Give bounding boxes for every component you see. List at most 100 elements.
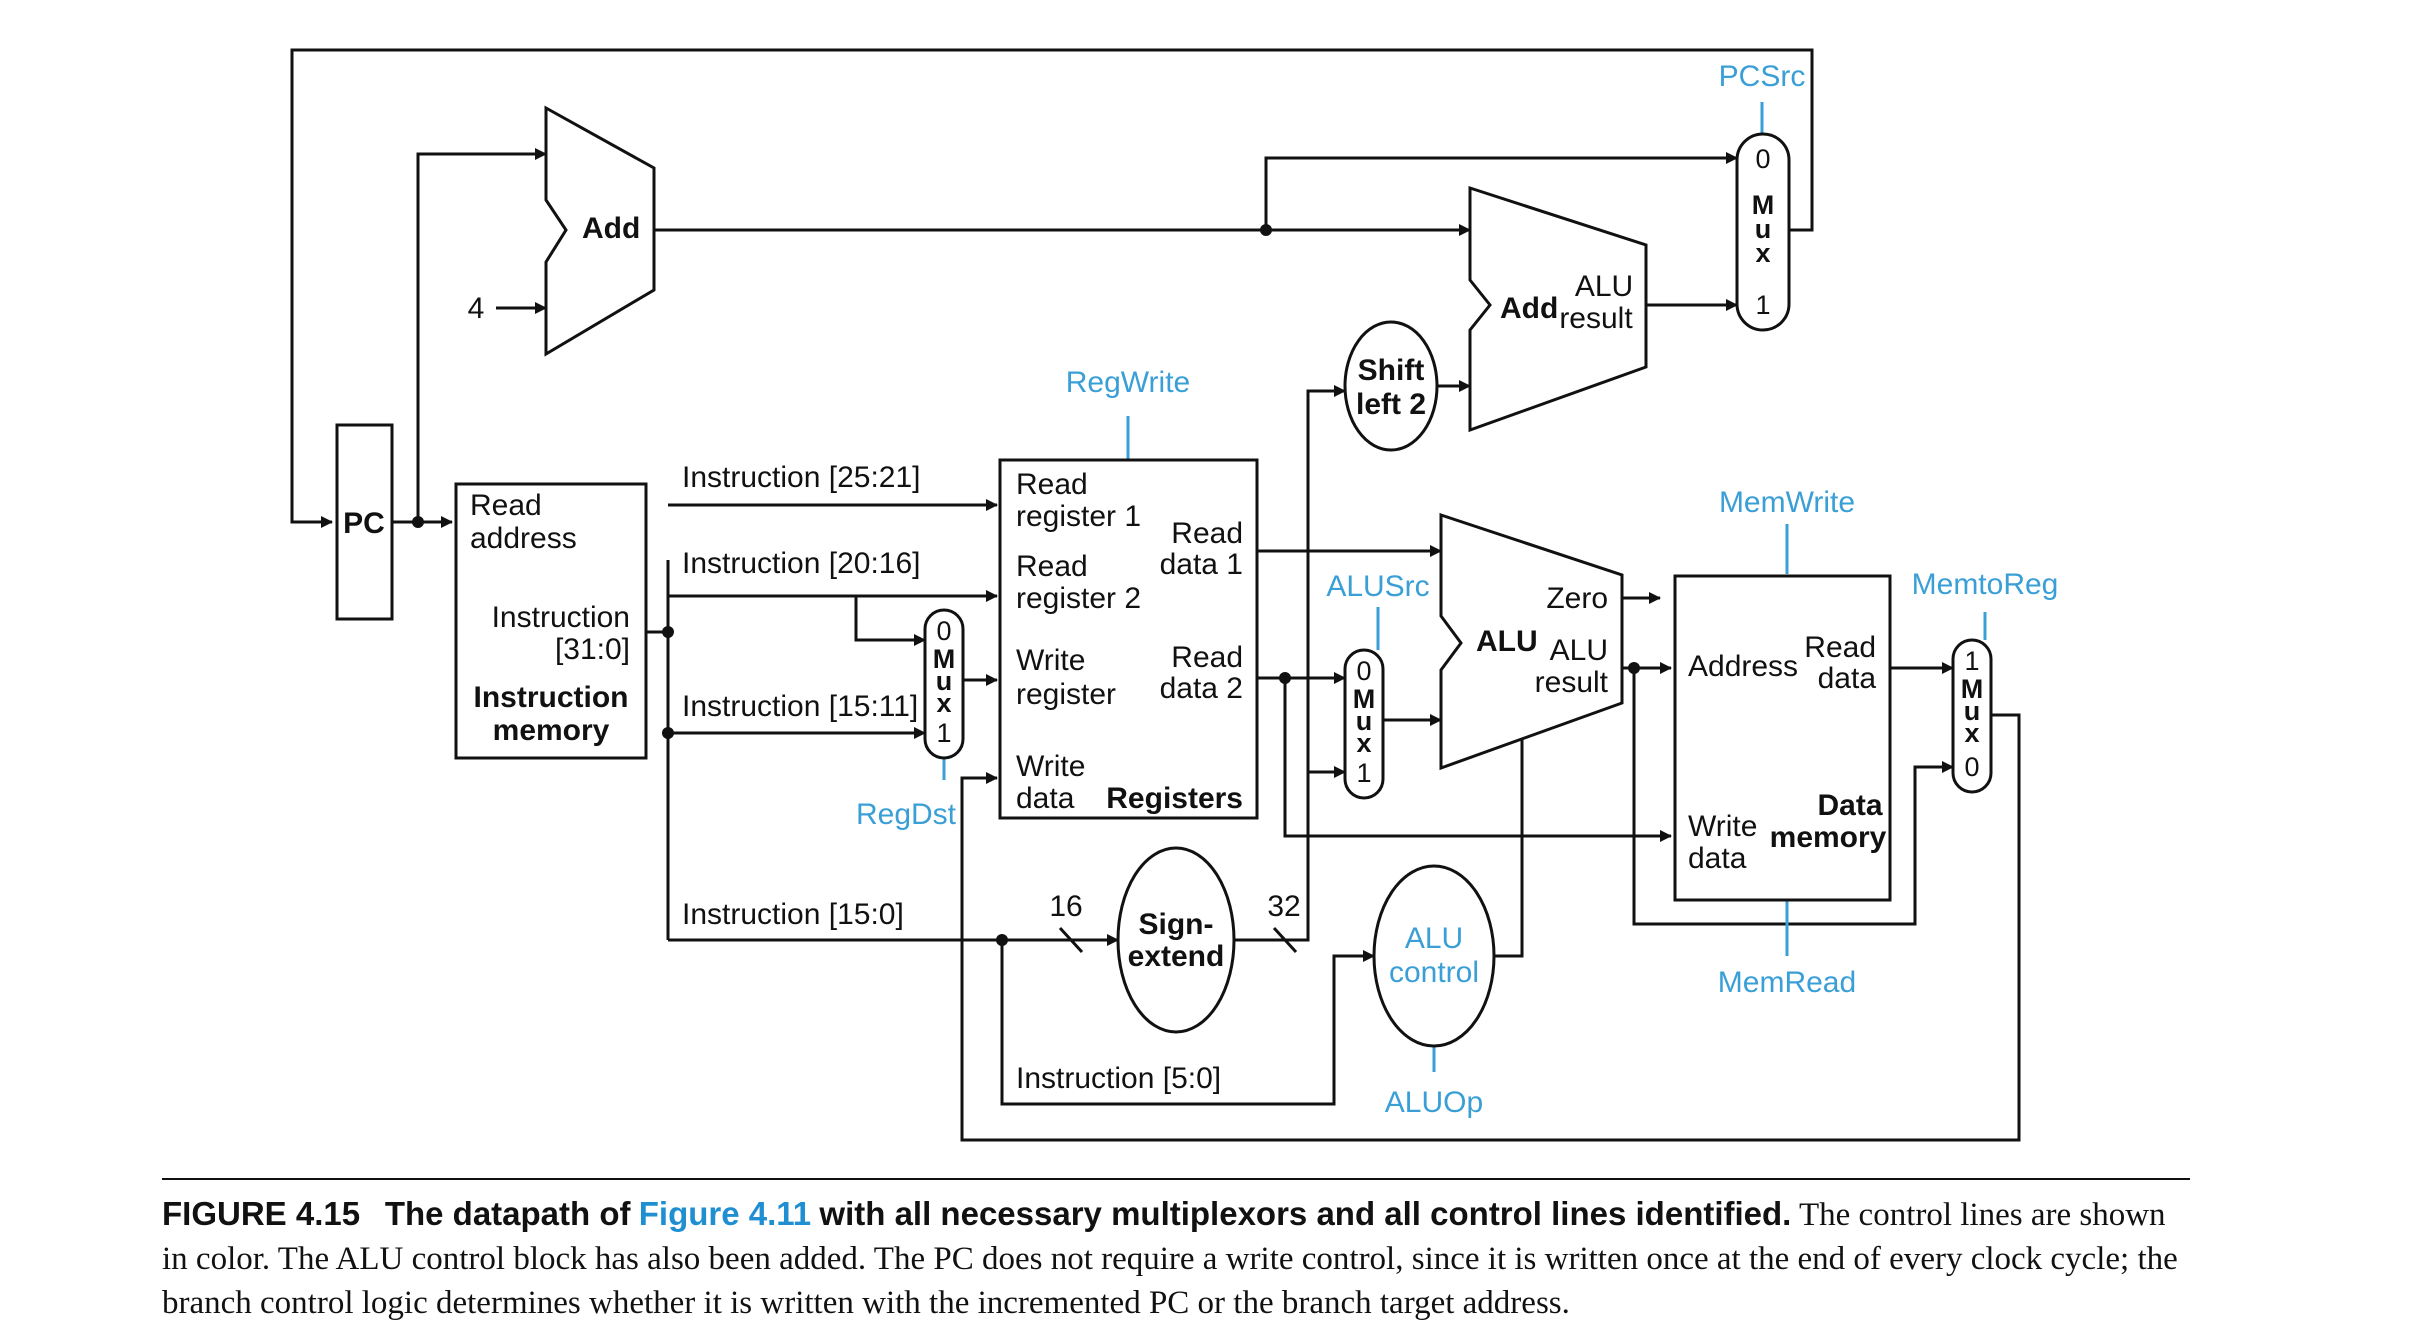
data-memory: Address Read data Write data Data memory [1673, 574, 1892, 902]
pcsrc-label: PCSrc [1719, 60, 1806, 93]
mux-letter-m: M [933, 644, 956, 674]
alu-title: ALU [1476, 625, 1538, 658]
alu-control-label-1: ALU [1405, 922, 1463, 955]
wires [290, 48, 2021, 1142]
pc-register: PC [335, 423, 394, 621]
caption-title-a: The datapath of [384, 1195, 631, 1232]
instr-20-16-label: Instruction [20:16] [682, 547, 920, 580]
sign-extend-label-1: Sign- [1139, 908, 1214, 941]
write-reg-label-a: Write [1016, 644, 1085, 677]
memtoreg-mux: 1 M u x 0 [1951, 638, 1993, 794]
mux-input-1: 1 [936, 718, 951, 748]
dmem-address-label: Address [1688, 650, 1798, 683]
imem-bits-label: [31:0] [555, 633, 630, 666]
imem-instruction-label: Instruction [492, 601, 630, 634]
instr-15-11-label: Instruction [15:11] [682, 690, 918, 723]
sign-extend-label-2: extend [1128, 940, 1225, 973]
pcsrc-mux: 0 M u x 1 [1735, 132, 1791, 332]
branch-adder-result-label: result [1559, 302, 1633, 335]
sign-extend: Sign- extend 16 32 [1049, 846, 1301, 1034]
width-16-label: 16 [1049, 890, 1082, 923]
shift-left-2: Shift left 2 [1343, 320, 1439, 452]
dmem-read-label-b: data [1818, 662, 1877, 695]
branch-adder-label: Add [1500, 292, 1558, 325]
alusrc-label: ALUSrc [1326, 570, 1429, 603]
mux-input-0: 0 [1964, 752, 1979, 782]
memwrite-label: MemWrite [1719, 486, 1855, 519]
mux-letter-x: x [1755, 238, 1770, 268]
branch-adder-alu-label: ALU [1575, 270, 1633, 303]
regdst-mux: 0 M u x 1 [923, 608, 965, 760]
mux-letter-m: M [1752, 190, 1775, 220]
caption-body: The control lines are shown in color. Th… [162, 1197, 2178, 1321]
shift-label-2: left 2 [1356, 388, 1426, 421]
mux-input-1: 1 [1755, 290, 1770, 320]
alusrc-mux: 0 M u x 1 [1343, 648, 1385, 800]
alu-result-label-a: ALU [1550, 634, 1608, 667]
figure-caption: FIGURE 4.15 The datapath of Figure 4.11 … [162, 1178, 2190, 1325]
regwrite-label: RegWrite [1066, 366, 1190, 399]
caption-title-b: with all necessary multiplexors and all … [819, 1195, 1792, 1232]
alu-result-label-b: result [1535, 666, 1609, 699]
instr-5-0-label: Instruction [5:0] [1016, 1062, 1221, 1095]
read-data-2-label-a: Read [1171, 641, 1243, 674]
mux-letter-u: u [1964, 696, 1981, 726]
alu-control-label-2: control [1389, 956, 1479, 989]
junctions [412, 224, 1640, 946]
mux-input-0: 0 [936, 616, 951, 646]
mux-input-1: 1 [1964, 646, 1979, 676]
pc-adder: Add 4 [468, 105, 656, 357]
read-reg-2-label-b: register 2 [1016, 582, 1141, 615]
mux-letter-m: M [1961, 674, 1984, 704]
mux-letter-x: x [1964, 718, 1979, 748]
imem-read-label: Read [470, 489, 542, 522]
constant-four: 4 [468, 292, 485, 325]
main-alu: ALU Zero ALU result [1439, 512, 1624, 771]
read-reg-1-label-a: Read [1016, 468, 1088, 501]
width-32-label: 32 [1267, 890, 1300, 923]
dmem-title-1: Data [1817, 789, 1882, 822]
branch-adder: Add ALU result [1468, 185, 1648, 433]
dmem-write-label-a: Write [1688, 810, 1757, 843]
mux-letter-m: M [1353, 684, 1376, 714]
memread-label: MemRead [1718, 966, 1856, 999]
dmem-write-label-b: data [1688, 842, 1747, 875]
pc-label: PC [343, 507, 385, 540]
write-reg-label-b: register [1016, 678, 1116, 711]
mux-letter-u: u [936, 666, 953, 696]
dmem-read-label-a: Read [1804, 631, 1876, 664]
imem-title-2: memory [493, 714, 610, 747]
alu-zero-label: Zero [1546, 582, 1608, 615]
register-file: Read register 1 Read register 2 Write re… [998, 458, 1259, 820]
mux-input-0: 0 [1755, 144, 1770, 174]
mux-input-1: 1 [1356, 758, 1371, 788]
control-signal-labels: PCSrc RegWrite ALUSrc MemWrite MemtoReg … [856, 60, 2058, 1119]
mux-letter-x: x [1356, 728, 1371, 758]
control-lines [942, 102, 1987, 1072]
instruction-memory: Read address Instruction [31:0] Instruct… [454, 482, 648, 760]
memtoreg-label: MemtoReg [1912, 568, 2059, 601]
shift-label-1: Shift [1358, 354, 1425, 387]
mux-letter-u: u [1356, 706, 1373, 736]
registers-title: Registers [1106, 782, 1243, 815]
write-data-label-a: Write [1016, 750, 1085, 783]
caption-figure-link[interactable]: Figure 4.11 [638, 1195, 812, 1232]
read-data-1-label-b: data 1 [1160, 548, 1243, 581]
mux-letter-u: u [1755, 214, 1772, 244]
read-data-1-label-a: Read [1171, 517, 1243, 550]
read-data-2-label-b: data 2 [1160, 672, 1243, 705]
instr-25-21-label: Instruction [25:21] [682, 461, 920, 494]
read-reg-1-label-b: register 1 [1016, 500, 1141, 533]
regdst-label: RegDst [856, 798, 957, 831]
caption-label: FIGURE 4.15 [162, 1195, 361, 1232]
write-data-label-b: data [1016, 782, 1075, 815]
read-reg-2-label-a: Read [1016, 550, 1088, 583]
pc-adder-label: Add [582, 212, 640, 245]
instr-15-0-label: Instruction [15:0] [682, 898, 904, 931]
alu-control: ALU control [1372, 864, 1496, 1048]
mux-input-0: 0 [1356, 656, 1371, 686]
mux-letter-x: x [936, 688, 951, 718]
imem-address-label: address [470, 522, 577, 555]
imem-title-1: Instruction [474, 681, 629, 714]
